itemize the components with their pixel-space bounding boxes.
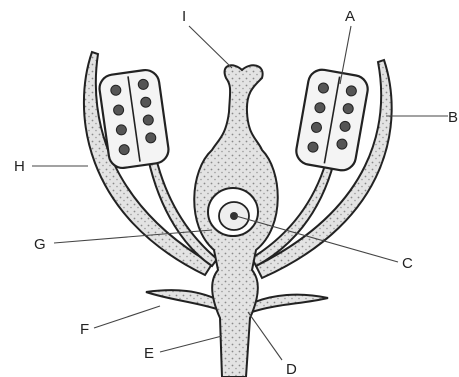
leader-D xyxy=(248,312,282,360)
anther-right xyxy=(294,68,370,173)
label-G: G xyxy=(34,236,46,253)
label-E: E xyxy=(144,345,154,362)
leader-I xyxy=(189,26,232,68)
label-A: A xyxy=(345,8,355,25)
label-I: I xyxy=(182,8,186,25)
leader-F xyxy=(94,306,160,328)
sepal-right xyxy=(250,295,328,312)
label-F: F xyxy=(80,321,89,338)
label-C: C xyxy=(402,255,413,272)
label-H: H xyxy=(14,158,25,175)
label-D: D xyxy=(286,361,297,377)
anther-left xyxy=(98,68,170,169)
leader-E xyxy=(160,336,222,352)
label-B: B xyxy=(448,109,458,126)
